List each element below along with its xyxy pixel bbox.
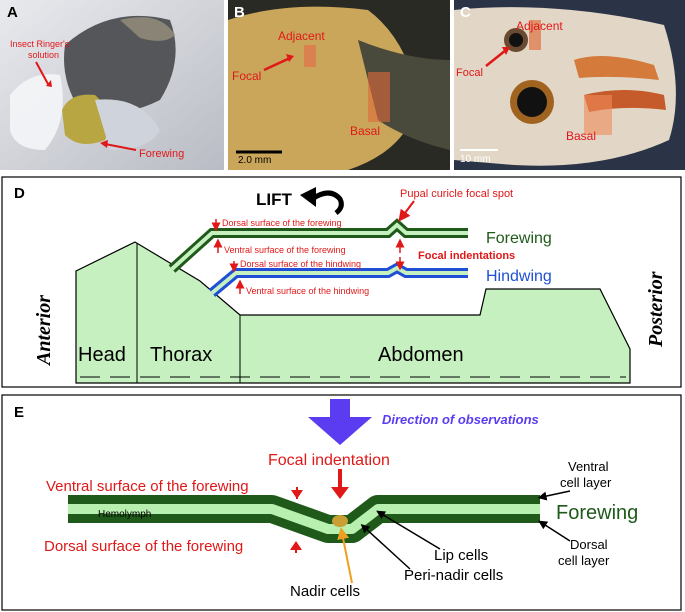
label-ventral-cell-layer-1: Ventral <box>568 459 609 474</box>
label-adjacent-c: Adjacent <box>516 19 563 33</box>
label-forewing-d: Forewing <box>486 230 552 247</box>
label-adjacent-b: Adjacent <box>278 29 325 43</box>
pupa-head <box>120 17 175 41</box>
label-forewing-a: Forewing <box>139 148 184 160</box>
exposed-forewing <box>62 94 109 144</box>
label-dorsal-hindwing-d: Dorsal surface of the hindwing <box>240 259 361 269</box>
lift-label: LIFT <box>256 190 292 209</box>
label-thorax: Thorax <box>150 344 212 366</box>
label-focal-c: Focal <box>456 67 483 79</box>
label-direction: Direction of observations <box>382 412 539 427</box>
panel-letter-a: A <box>7 4 18 21</box>
basal-marker-c <box>584 95 612 135</box>
label-dorsal-cell-layer-2: cell layer <box>558 553 610 568</box>
panel-letter-b: B <box>234 4 245 21</box>
label-focal-indentation-e: Focal indentation <box>268 452 390 469</box>
label-lip-cells: Lip cells <box>434 547 488 564</box>
lift-arrowhead <box>300 187 316 207</box>
pupa-case-b <box>358 40 450 150</box>
label-anterior: Anterior <box>33 295 55 367</box>
focal-arrow-b <box>263 56 291 72</box>
photo-panel-c: C Adjacent Focal Basal 10 mm <box>454 0 685 170</box>
lift-arrow-curve <box>310 190 344 215</box>
peri-nadir-cells-arrow <box>360 523 411 570</box>
panel-letter-c: C <box>460 4 471 21</box>
butterfly-wing <box>454 7 676 166</box>
label-basal-b: Basal <box>350 124 380 138</box>
label-basal-c: Basal <box>566 129 596 143</box>
scale-bar-label-b: 2.0 mm <box>238 155 271 166</box>
forewing-inner <box>170 222 468 271</box>
label-ringer-solution-1: Insect Ringer's <box>10 39 70 49</box>
adjacent-marker-b <box>304 45 316 67</box>
label-abdomen: Abdomen <box>378 344 464 366</box>
label-focal-indentations: Focal indentations <box>418 250 515 262</box>
label-pupal-spot: Pupal curicle focal spot <box>400 188 513 200</box>
photo-panel-b: B Adjacent Focal Basal 2.0 mm <box>228 0 450 170</box>
scale-bar-label-c: 10 mm <box>460 154 491 165</box>
pupal-spot-arrow <box>398 200 415 222</box>
label-nadir-cells: Nadir cells <box>290 583 360 600</box>
photo-a-reflection <box>95 99 160 150</box>
forewing-arrow <box>104 143 137 151</box>
panel-letter-d: D <box>14 185 25 202</box>
ventral-forewing-arrowhead-e <box>291 490 303 499</box>
panel-letter-e: E <box>14 404 24 421</box>
insect-body <box>75 241 631 384</box>
large-eyespot-center <box>517 87 547 117</box>
hindwing-inner <box>210 265 468 295</box>
label-hindwing-d: Hindwing <box>486 268 552 285</box>
small-eyespot-center <box>509 33 523 47</box>
label-focal-b: Focal <box>232 69 261 83</box>
label-dorsal-forewing-d: Dorsal surface of the forewing <box>222 218 342 228</box>
wing-band-1 <box>574 56 659 80</box>
label-ringer-solution-2: solution <box>28 50 59 60</box>
forewing-arrowhead <box>100 140 108 148</box>
diagram-e: E Direction of observations Focal indent… <box>1 394 682 611</box>
ventral-cell-layer-arrow <box>537 490 571 501</box>
observation-direction-arrow <box>308 399 372 445</box>
label-ventral-forewing-e: Ventral surface of the forewing <box>46 478 249 495</box>
label-ventral-hindwing-d: Ventral surface of the hindwing <box>246 286 369 296</box>
photo-panel-a: A Insect Ringer's solution Forewing <box>0 0 224 170</box>
focal-arrow-c <box>485 49 507 67</box>
ringer-arrow <box>35 61 49 85</box>
lip-cells-arrow <box>376 510 441 550</box>
pupa-body <box>64 15 176 114</box>
nadir-cells-arrow <box>337 527 353 584</box>
basal-marker-b <box>368 72 390 122</box>
dorsal-forewing-arrowhead-e <box>290 541 302 550</box>
label-peri-nadir-cells: Peri-nadir cells <box>404 567 503 584</box>
focal-arrowhead-b <box>286 54 294 62</box>
adjacent-marker-c <box>529 20 541 50</box>
focal-indentation-arrowhead <box>331 487 349 499</box>
label-ventral-cell-layer-2: cell layer <box>560 475 612 490</box>
label-head: Head <box>78 344 126 366</box>
label-dorsal-forewing-e: Dorsal surface of the forewing <box>44 538 243 555</box>
ringer-arrowhead <box>46 80 52 87</box>
label-ventral-forewing-d: Ventral surface of the forewing <box>224 245 346 255</box>
diagram-d: D LIFT Pupal curicle focal spot Dorsal s… <box>1 176 682 388</box>
label-forewing-e: Forewing <box>556 502 638 524</box>
label-hemolymph: Hemolymph <box>98 509 151 520</box>
nadir-cells-marker <box>332 515 348 527</box>
dorsal-cell-layer-arrow <box>538 520 571 542</box>
ringer-solution-drop <box>10 74 63 150</box>
label-dorsal-cell-layer-1: Dorsal <box>570 537 608 552</box>
label-posterior: Posterior <box>645 271 667 348</box>
focal-arrowhead-c <box>502 47 510 55</box>
